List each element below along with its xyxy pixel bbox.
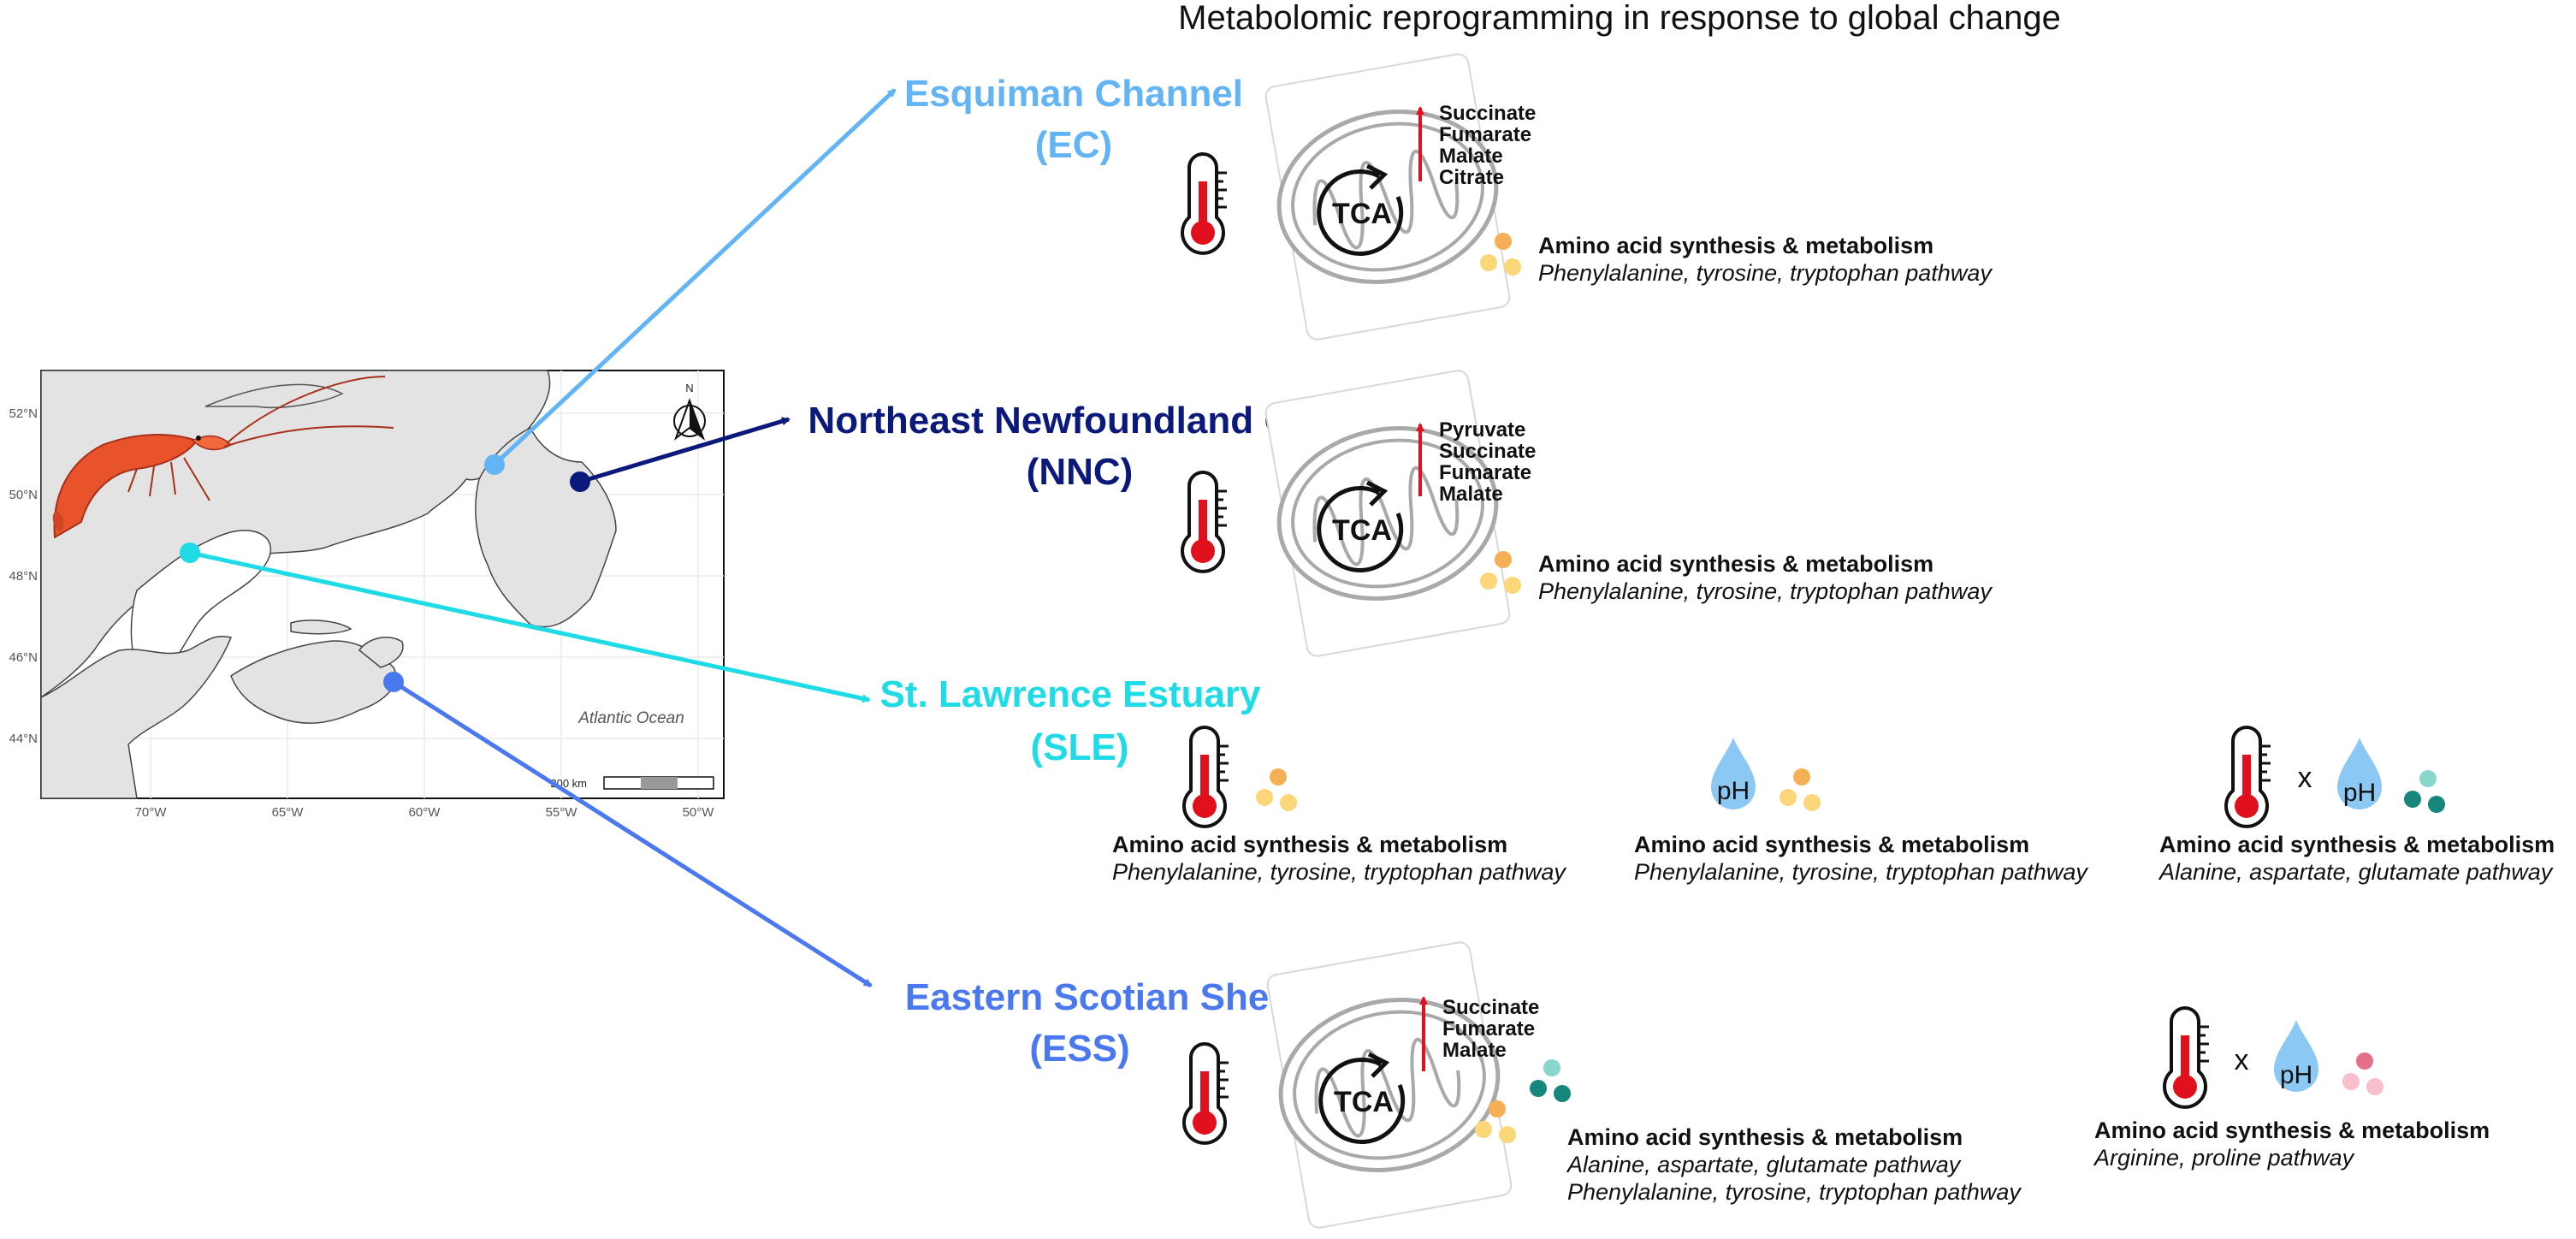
- arrow-sle: [189, 550, 871, 703]
- figure-title: Metabolomic reprogramming in response to…: [1178, 0, 2061, 37]
- sle-panel-temperature: Amino acid synthesis & metabolism Phenyl…: [1112, 726, 1566, 885]
- shrimp-illustration: [52, 376, 394, 539]
- region-name: Eastern Scotian Shelf: [905, 976, 1293, 1018]
- tca-label: TCA: [1334, 1086, 1394, 1118]
- metabolite: Malate: [1442, 1039, 1507, 1062]
- arrow-nnc: [579, 417, 791, 484]
- lat-tick: 46°N: [9, 650, 38, 665]
- region-abbr: (NNC): [1027, 451, 1134, 493]
- north-arrow: N: [673, 382, 706, 441]
- mitochondrion-icon: [1264, 940, 1513, 1229]
- aa-pathway: Phenylalanine, tyrosine, tryptophan path…: [1112, 859, 1566, 885]
- aa-pathway: Phenylalanine, tyrosine, tryptophan path…: [1538, 578, 1993, 604]
- site-dot-nnc: [570, 471, 590, 492]
- amino-acid-dots-icon: [2404, 770, 2445, 813]
- metabolite: Fumarate: [1439, 123, 1531, 146]
- region-ess: Eastern Scotian Shelf (ESS) TCA Succinat…: [905, 940, 2490, 1229]
- aa-title: Amino acid synthesis & metabolism: [2094, 1117, 2490, 1143]
- thermometer-icon: [2163, 1006, 2211, 1109]
- lat-tick: 52°N: [9, 406, 38, 421]
- aa-title: Amino acid synthesis & metabolism: [1567, 1124, 1963, 1150]
- svg-text:N: N: [685, 382, 693, 394]
- aa-title: Amino acid synthesis & metabolism: [2159, 832, 2555, 857]
- mitochondrion-icon: [1263, 369, 1512, 657]
- metabolite: Fumarate: [1439, 461, 1531, 484]
- metabolite: Succinate: [1439, 440, 1536, 463]
- lon-tick: 50°W: [683, 805, 715, 820]
- amino-acid-dots-icon: [1480, 233, 1521, 276]
- region-nnc: Northeast Newfoundland Coast (NNC) TCA P…: [808, 369, 1993, 657]
- amino-acid-dots-icon: [1475, 1100, 1516, 1143]
- metabolite: Pyruvate: [1439, 418, 1525, 442]
- lat-tick: 48°N: [9, 569, 38, 584]
- region-abbr: (SLE): [1031, 726, 1129, 768]
- amino-acid-dots-icon: [1530, 1059, 1571, 1102]
- site-dot-ec: [484, 454, 505, 475]
- sle-panel-interaction: x pH Amino acid synthesis & metabolism A…: [2158, 726, 2555, 885]
- arrow-ec: [493, 88, 897, 466]
- thermometer-icon: [1181, 152, 1229, 255]
- thermometer-icon: [1182, 726, 1230, 828]
- aa-title: Amino acid synthesis & metabolism: [1538, 551, 1933, 577]
- latitude-labels: 52°N 50°N 48°N 46°N 44°N: [9, 406, 38, 746]
- region-sle: St. Lawrence Estuary (SLE) Amino acid sy…: [879, 673, 2555, 885]
- ocean-label: Atlantic Ocean: [577, 709, 684, 727]
- tca-label: TCA: [1332, 514, 1392, 547]
- region-abbr: (ESS): [1029, 1028, 1129, 1070]
- amino-acid-dots-icon: [1480, 551, 1521, 594]
- aa-pathway: Phenylalanine, tyrosine, tryptophan path…: [1538, 260, 1993, 286]
- thermometer-icon: [1181, 471, 1229, 573]
- lon-tick: 65°W: [272, 805, 305, 820]
- arrow-ess: [392, 679, 873, 988]
- region-ec: Esquiman Channel (EC) TCA Succinate Fuma…: [904, 52, 1993, 341]
- interaction-x-label: x: [2298, 762, 2312, 794]
- ph-label: pH: [1717, 777, 1750, 805]
- site-dot-ess: [383, 672, 404, 692]
- region-name: St. Lawrence Estuary: [879, 673, 1261, 715]
- ess-panel-temperature: TCA Succinate Fumarate Malate Amino acid…: [1182, 940, 2022, 1229]
- interaction-x-label: x: [2235, 1044, 2249, 1076]
- ph-label: pH: [2343, 779, 2376, 807]
- aa-title: Amino acid synthesis & metabolism: [1538, 233, 1933, 258]
- aa-title: Amino acid synthesis & metabolism: [1112, 832, 1507, 857]
- metabolite: Malate: [1439, 483, 1503, 506]
- aa-pathway: Alanine, aspartate, glutamate pathway: [2158, 859, 2554, 885]
- amino-acid-dots-icon: [1256, 768, 1297, 811]
- region-name: Esquiman Channel: [904, 73, 1243, 115]
- scale-bar: 200 km: [550, 776, 714, 790]
- lat-tick: 50°N: [9, 488, 38, 502]
- region-arrows: [180, 88, 897, 988]
- aa-pathway: Phenylalanine, tyrosine, tryptophan path…: [1634, 859, 2088, 885]
- tca-label: TCA: [1332, 198, 1392, 230]
- lon-tick: 55°W: [546, 805, 578, 820]
- lon-tick: 60°W: [409, 805, 441, 820]
- thermometer-icon: [2224, 726, 2272, 828]
- aa-pathway: Arginine, proline pathway: [2093, 1145, 2355, 1171]
- region-abbr: (EC): [1035, 124, 1112, 166]
- metabolite: Fumarate: [1442, 1017, 1535, 1040]
- aa-pathway: Phenylalanine, tyrosine, tryptophan path…: [1567, 1179, 2022, 1205]
- lat-tick: 44°N: [9, 732, 38, 746]
- aa-title: Amino acid synthesis & metabolism: [1634, 832, 2029, 857]
- ess-panel-interaction: x pH Amino acid synthesis & metabolism A…: [2093, 1006, 2490, 1171]
- metabolite: Malate: [1439, 145, 1503, 168]
- metabolite: Citrate: [1439, 166, 1504, 189]
- lon-tick: 70°W: [135, 805, 168, 820]
- mitochondrion-icon: [1263, 52, 1512, 341]
- amino-acid-dots-icon: [2342, 1052, 2384, 1095]
- metabolite: Succinate: [1442, 996, 1539, 1019]
- site-dot-sle: [180, 542, 200, 563]
- thermometer-icon: [1182, 1042, 1230, 1145]
- longitude-labels: 70°W 65°W 60°W 55°W 50°W: [135, 805, 715, 820]
- aa-pathway: Alanine, aspartate, glutamate pathway: [1566, 1152, 1962, 1177]
- ph-label: pH: [2280, 1061, 2312, 1089]
- study-area-map: N Atlantic Ocean 200 km 52°N 50°N 48°N 4…: [9, 370, 725, 820]
- metabolite: Succinate: [1439, 102, 1536, 125]
- sle-panel-ph: pH Amino acid synthesis & metabolism Phe…: [1634, 738, 2088, 885]
- amino-acid-dots-icon: [1780, 768, 1821, 811]
